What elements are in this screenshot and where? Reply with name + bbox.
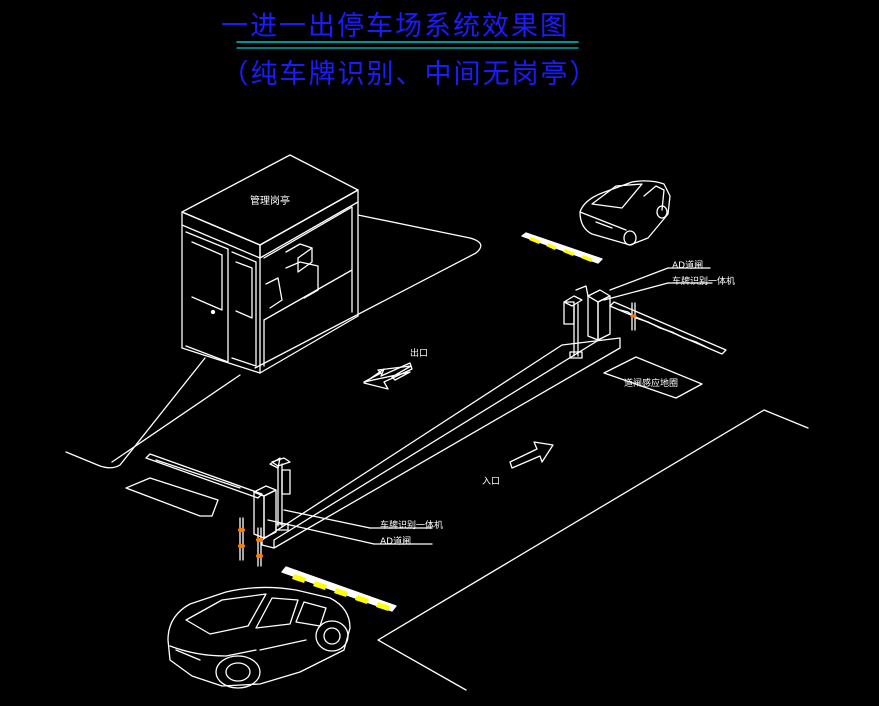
bottom-left-barrier-arm [145,453,263,499]
entry-label: 入口 [482,477,501,487]
right-barrier-arm [609,301,727,355]
road-outline-lower [377,409,809,691]
bottom-barrier-label: AD道闸 [380,537,412,547]
top-camera-label: 车牌识别一体机 [672,277,736,287]
top-barrier-label: AD道闸 [672,261,704,271]
top-barrier-leader [609,267,669,291]
bottom-camera-label: 车牌识别一体机 [380,521,444,531]
diagram-subtitle: （纯车牌识别、中间无岗亭） [221,59,599,90]
bottom-car [167,586,351,689]
ground-loop-top [603,356,703,399]
ground-loop-bottom [125,477,219,517]
loop-label: 道闸感应地圈 [624,379,679,389]
road-outline-upper-inner [111,374,241,463]
exit-label: 出口 [410,349,429,359]
bottom-camera-leader [283,509,371,529]
median-island-edge [273,337,603,549]
bottom-gate-equipment [238,457,291,567]
exit-arrow [363,365,412,383]
top-barrier-arm [521,232,603,264]
top-camera-leader [603,282,669,301]
diagram-title: 一进一出停车场系统效果图 [221,11,569,42]
booth-label: 管理岗亭 [250,196,290,207]
bottom-barrier-arm [281,566,397,612]
booth [181,154,359,374]
median-island [261,337,621,549]
exit-arrow-head [363,362,413,390]
top-gate-equipment [563,285,637,359]
top-car [579,180,671,246]
bottom-barrier-leader [267,519,375,545]
entry-arrow [509,441,554,469]
road-outline-upper [65,214,482,469]
